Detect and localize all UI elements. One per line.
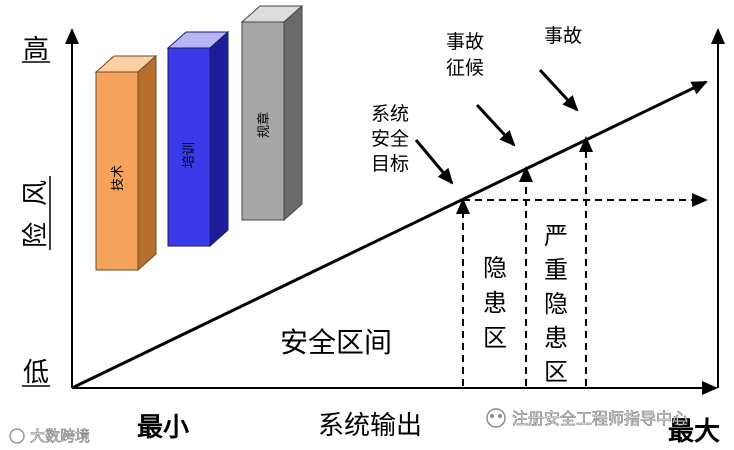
watermark-left: 大数跨境 bbox=[9, 427, 90, 445]
watermark-left-logo-icon bbox=[9, 428, 25, 444]
x-axis-title: 系统输出 bbox=[318, 411, 422, 441]
y-axis-high-label: 高 bbox=[23, 35, 49, 65]
zone-hidden-danger-char-1: 隐 bbox=[483, 254, 507, 282]
watermark-right-text: 注册安全工程师指导中心 bbox=[512, 409, 688, 428]
bar-training-label: 培训 bbox=[181, 142, 197, 168]
watermark-left-text: 大数跨境 bbox=[30, 427, 90, 445]
zone-hidden-danger-char-2: 患 bbox=[483, 289, 507, 317]
pointer-arrow-signs bbox=[475, 103, 516, 147]
bar-regulations-label: 规章 bbox=[256, 112, 272, 138]
bar-training: 培训 bbox=[166, 30, 230, 248]
y-axis-title-char-1: 风 bbox=[21, 180, 51, 206]
annotation-accident-signs-line2: 征候 bbox=[446, 57, 484, 79]
y-axis-low-label: 低 bbox=[23, 358, 49, 388]
bar-regulations: 规章 bbox=[240, 4, 304, 222]
pointer-arrow-target bbox=[414, 139, 454, 185]
risk-diagonal-line bbox=[71, 80, 708, 390]
zone-serious-char-5: 区 bbox=[544, 358, 568, 386]
zone-safe-label: 安全区间 bbox=[280, 326, 392, 359]
zone-serious-char-4: 患 bbox=[544, 324, 568, 352]
x-axis-min-label: 最小 bbox=[137, 413, 189, 443]
annotation-accident-signs-line1: 事故 bbox=[446, 31, 484, 53]
bar-technology: 技术 bbox=[94, 54, 158, 272]
zone-hidden-danger-char-3: 区 bbox=[483, 324, 507, 352]
zone-serious-char-2: 重 bbox=[544, 256, 568, 284]
watermark-right-logo-icon bbox=[486, 408, 506, 428]
annotation-safety-target-line1: 系统 bbox=[371, 103, 409, 125]
y-axis-title-char-2: 险 bbox=[21, 222, 51, 248]
pointer-arrow-accident bbox=[538, 68, 579, 112]
annotation-safety-target-line2: 安全 bbox=[371, 128, 409, 150]
watermark-right: 注册安全工程师指导中心 bbox=[486, 408, 688, 428]
annotation-safety-target-line3: 目标 bbox=[371, 153, 409, 175]
zone-serious-char-1: 严 bbox=[544, 222, 568, 250]
x-axis-max-label: 最大 bbox=[668, 417, 720, 447]
bar-technology-label: 技术 bbox=[111, 165, 126, 191]
zone-serious-char-3: 隐 bbox=[544, 290, 568, 318]
annotation-accident: 事故 bbox=[544, 25, 582, 47]
